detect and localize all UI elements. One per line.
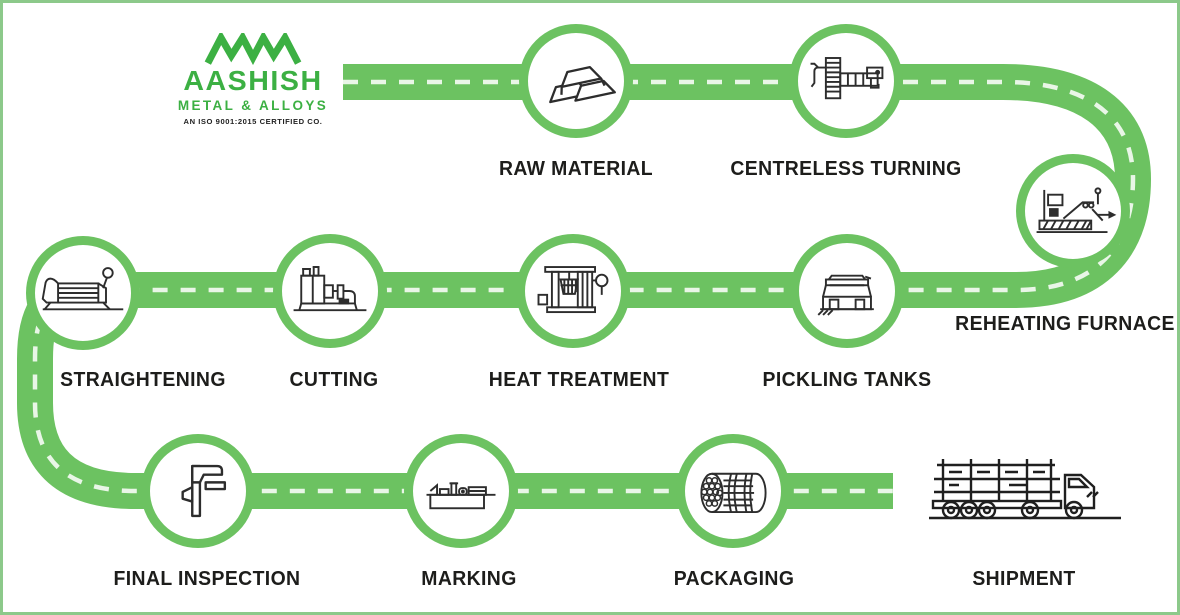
station-circle: [789, 24, 903, 138]
logo-brand-text: AASHISH: [183, 65, 323, 96]
station-circle: [141, 434, 255, 548]
station-circle: [404, 434, 518, 548]
station-label: HEAT TREATMENT: [488, 369, 670, 391]
station-circle: [790, 234, 904, 348]
roller-machine-icon: [41, 267, 124, 311]
cutting-machine-icon: [293, 266, 367, 312]
station-label: CENTRELESS TURNING: [730, 158, 962, 180]
pickling-tank-icon: [817, 274, 874, 316]
marking-machine-icon: [426, 482, 496, 510]
station-label: CUTTING: [289, 369, 379, 391]
logo-certification-text: AN ISO 9001:2015 CERTIFIED CO.: [183, 116, 323, 126]
station-circle: [519, 24, 633, 138]
logo-tagline-text: METAL & ALLOYS: [177, 98, 329, 113]
mountain-mark-icon: [204, 33, 302, 65]
station-label: MARKING: [421, 568, 517, 590]
station-circle: [26, 236, 140, 350]
station-label: REHEATING FURNACE: [955, 313, 1175, 335]
station-label: STRAIGHTENING: [60, 369, 226, 391]
reheating-furnace-icon: [1036, 187, 1117, 234]
station-label: SHIPMENT: [972, 568, 1076, 590]
station-label: RAW MATERIAL: [498, 158, 654, 180]
road-dashed-line: [32, 79, 1136, 494]
station-circle: [676, 434, 790, 548]
heat-treatment-furnace-icon: [537, 266, 609, 314]
station-circle: [516, 234, 630, 348]
caliper-icon: [181, 464, 227, 518]
turning-machine-icon: [810, 57, 884, 100]
station-circle: [273, 234, 387, 348]
truck-icon: [929, 459, 1121, 520]
station-label: PICKLING TANKS: [762, 369, 932, 391]
station-circle: [1016, 154, 1130, 268]
station-label: PACKAGING: [673, 568, 795, 590]
pipe-bundle-icon: [700, 472, 767, 514]
station-label: FINAL INSPECTION: [113, 568, 301, 590]
company-logo: AASHISH METAL & ALLOYS AN ISO 9001:2015 …: [175, 33, 331, 126]
ingots-icon: [549, 66, 616, 104]
road-path: [17, 64, 1151, 509]
